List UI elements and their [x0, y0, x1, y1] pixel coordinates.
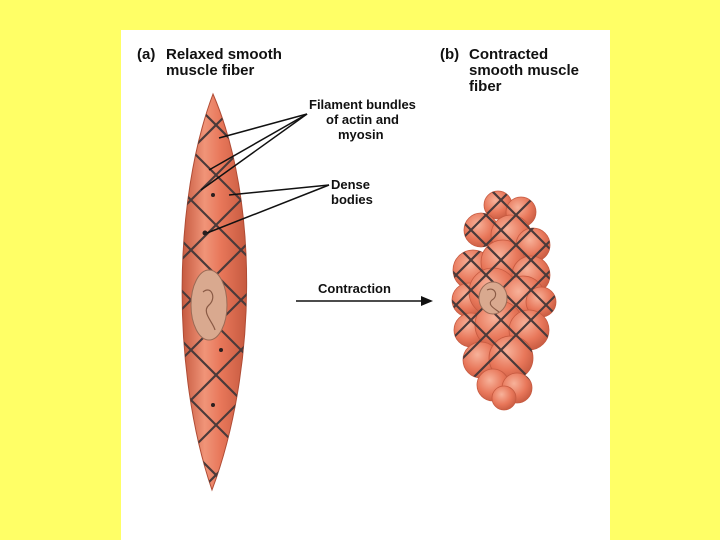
- nucleus-contracted: [479, 282, 507, 314]
- panel-b-title-line2: smooth muscle: [469, 63, 579, 79]
- panel-b-title-line3: fiber: [469, 79, 502, 95]
- filament-label-line1: Filament bundles: [309, 98, 416, 112]
- filament-label-line3: myosin: [338, 128, 384, 142]
- filament-label-line2: of actin and: [326, 113, 399, 127]
- figure-panel: (a) Relaxed smooth muscle fiber (b) Cont…: [121, 30, 610, 540]
- contracted-muscle-fiber: [441, 140, 561, 410]
- panel-a-letter: (a): [137, 47, 155, 63]
- dense-bodies-label-line2: bodies: [331, 193, 373, 207]
- contraction-label: Contraction: [318, 282, 391, 296]
- panel-a-title-line2: muscle fiber: [166, 63, 254, 79]
- dense-bodies-label-line1: Dense: [331, 178, 370, 192]
- relaxed-muscle-fiber: [161, 70, 271, 530]
- panel-b-letter: (b): [440, 47, 459, 63]
- panel-b-title-line1: Contracted: [469, 47, 548, 63]
- panel-a-title-line1: Relaxed smooth: [166, 47, 282, 63]
- contraction-arrow: [296, 296, 433, 306]
